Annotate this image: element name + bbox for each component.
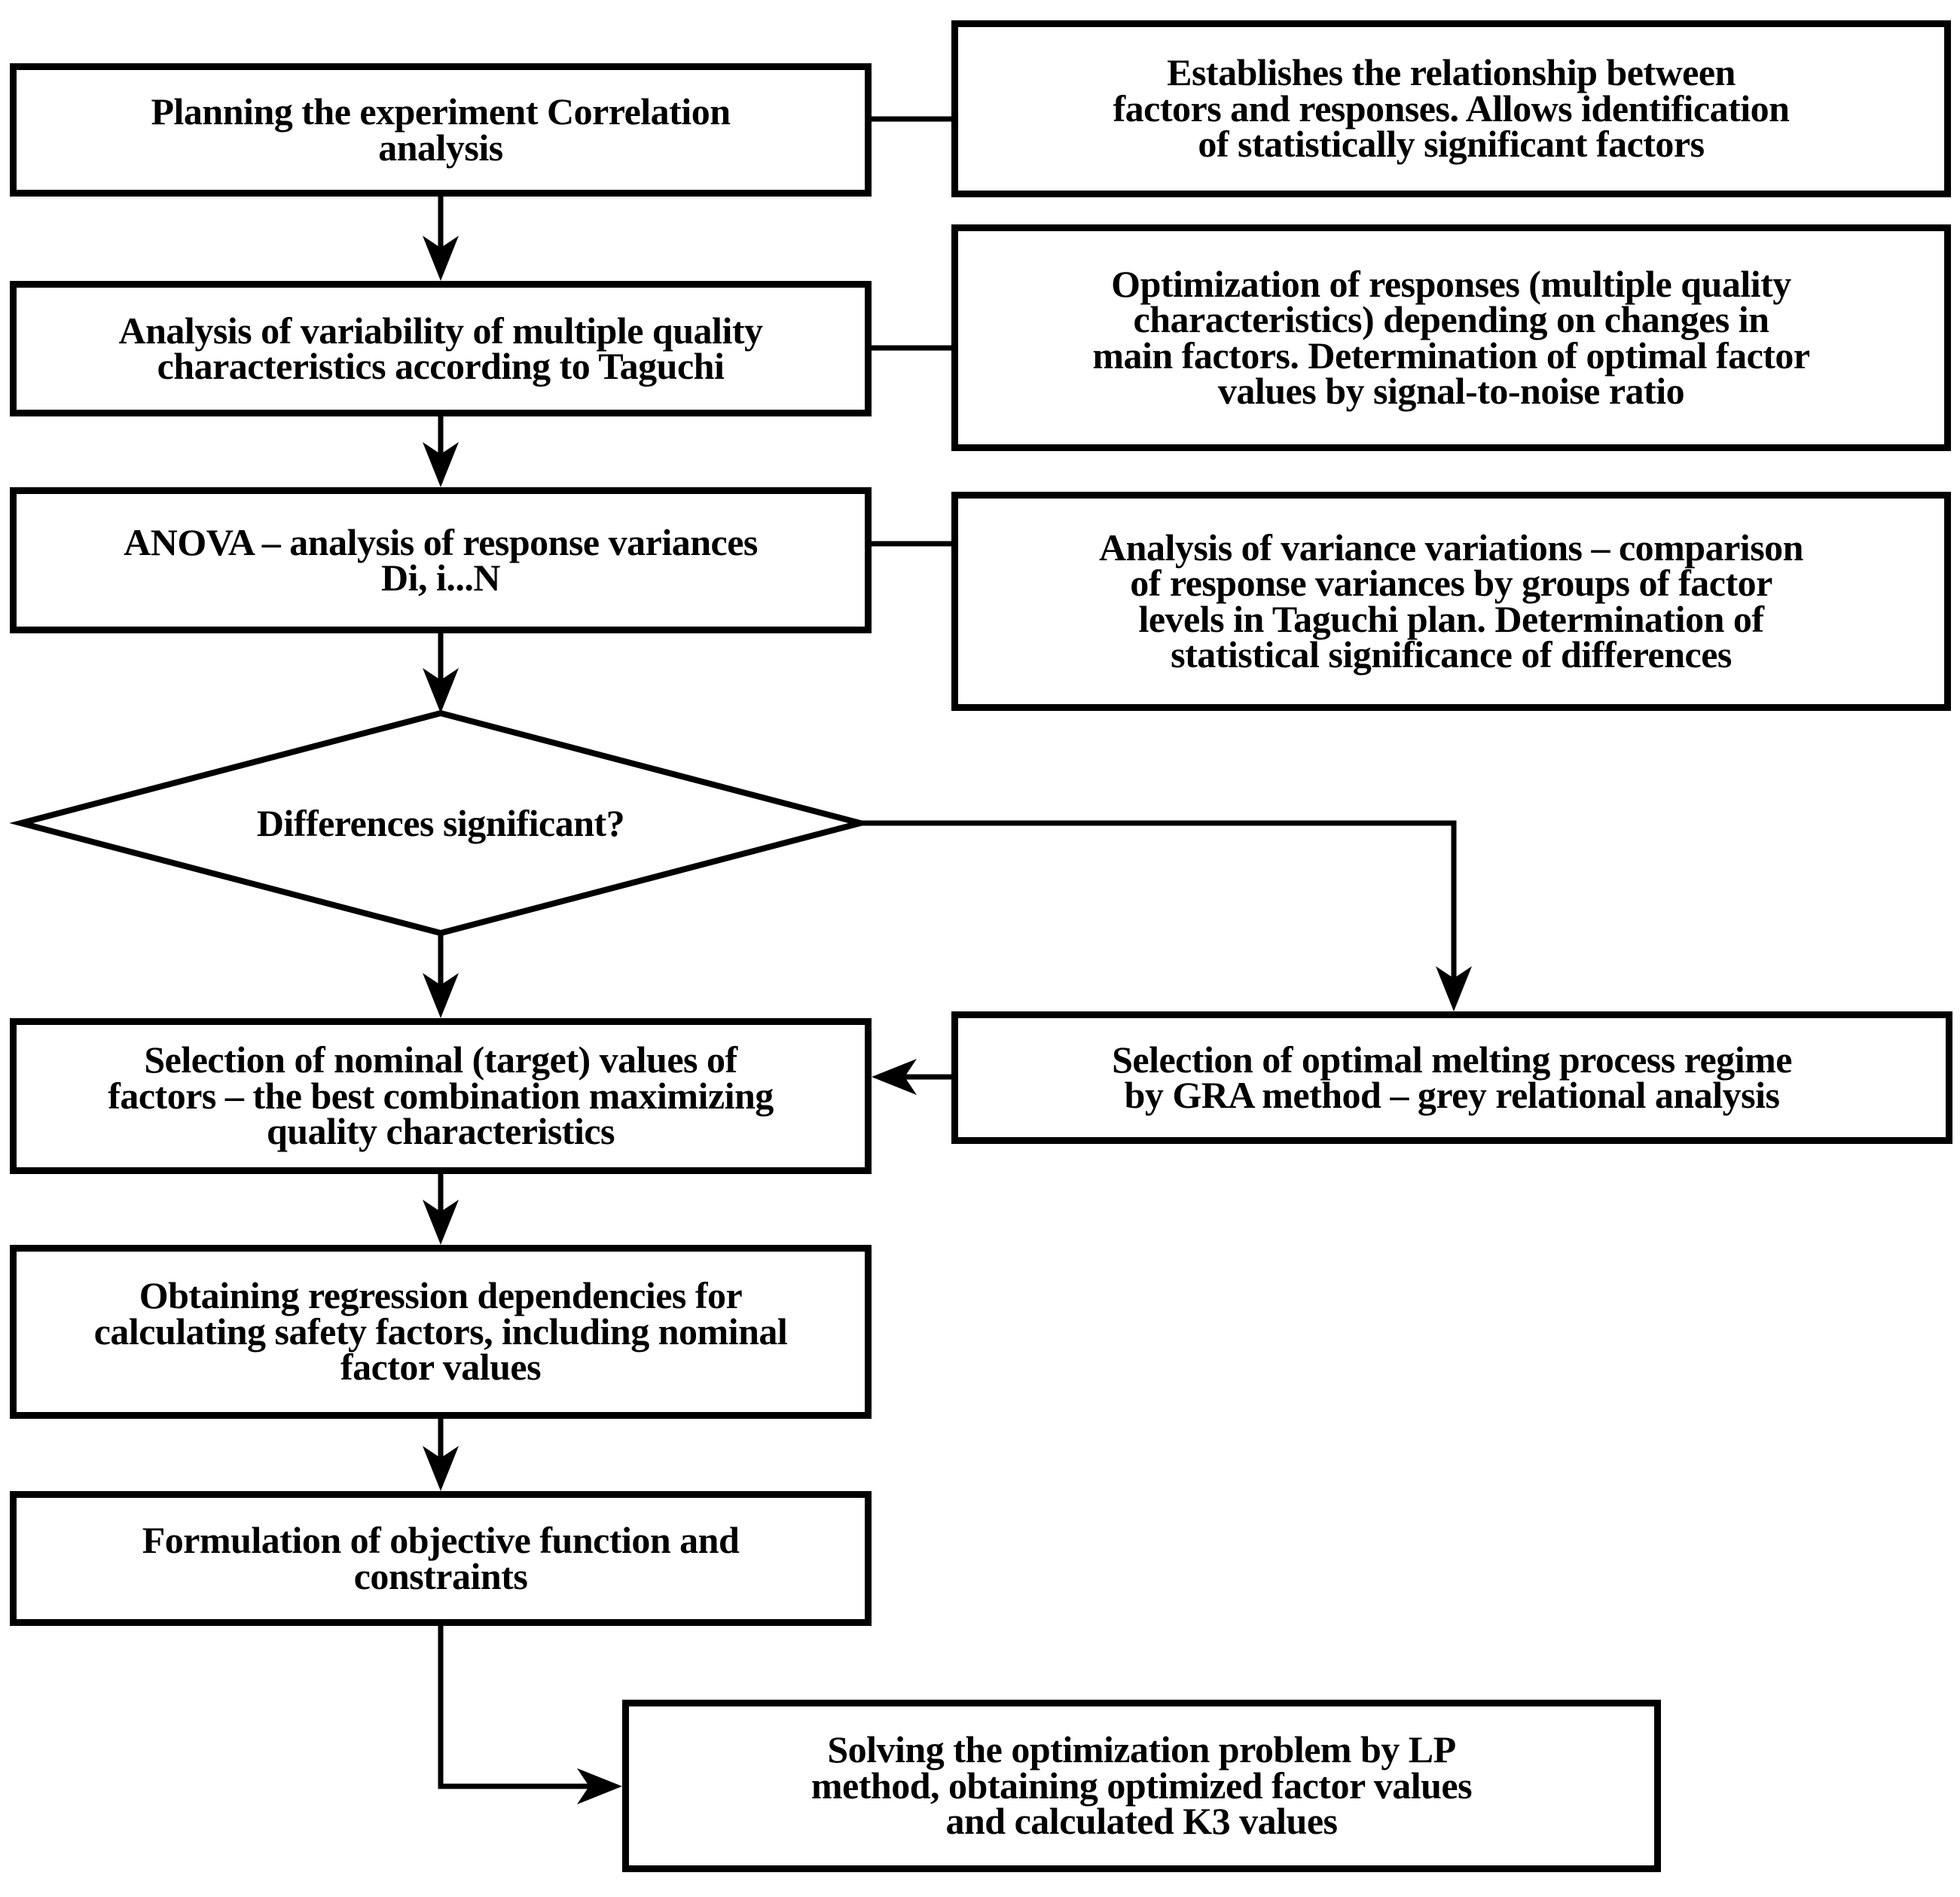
node-optimization-responses: Optimization of responses (multiple qual… — [951, 224, 1951, 451]
arrowhead-down-icon — [423, 1446, 459, 1491]
arrowhead-down-icon — [1436, 966, 1472, 1011]
arrowhead-down-icon — [423, 973, 459, 1018]
decision-differences-significant: Differences significant? — [256, 802, 625, 844]
node-solving-lp: Solving the optimization problem by LP m… — [622, 1700, 1661, 1872]
node-establishes-relationship: Establishes the relationship between fac… — [951, 20, 1951, 197]
elbow-objective-solving — [438, 1622, 589, 1789]
arrowhead-left-icon — [872, 1059, 917, 1095]
node-variability-taguchi: Analysis of variability of multiple qual… — [10, 281, 872, 416]
arrowhead-right-icon — [577, 1768, 622, 1804]
arrowhead-down-icon — [423, 442, 459, 487]
node-objective-function: Formulation of objective function and co… — [10, 1491, 872, 1626]
arrowhead-down-icon — [423, 236, 459, 281]
node-variance-comparison: Analysis of variance variations – compar… — [951, 492, 1951, 711]
node-gra-method: Selection of optimal melting process reg… — [951, 1011, 1952, 1144]
elbow-decision-gra — [857, 820, 1457, 978]
arrowhead-down-icon — [423, 1200, 459, 1245]
node-nominal-target-values: Selection of nominal (target) values of … — [10, 1018, 872, 1174]
node-anova-variances: ANOVA – analysis of response variances D… — [10, 487, 872, 633]
node-regression-dependencies: Obtaining regression dependencies for ca… — [10, 1245, 872, 1419]
arrowhead-down-icon — [423, 668, 459, 713]
node-planning-experiment: Planning the experiment Correlation anal… — [10, 63, 872, 197]
